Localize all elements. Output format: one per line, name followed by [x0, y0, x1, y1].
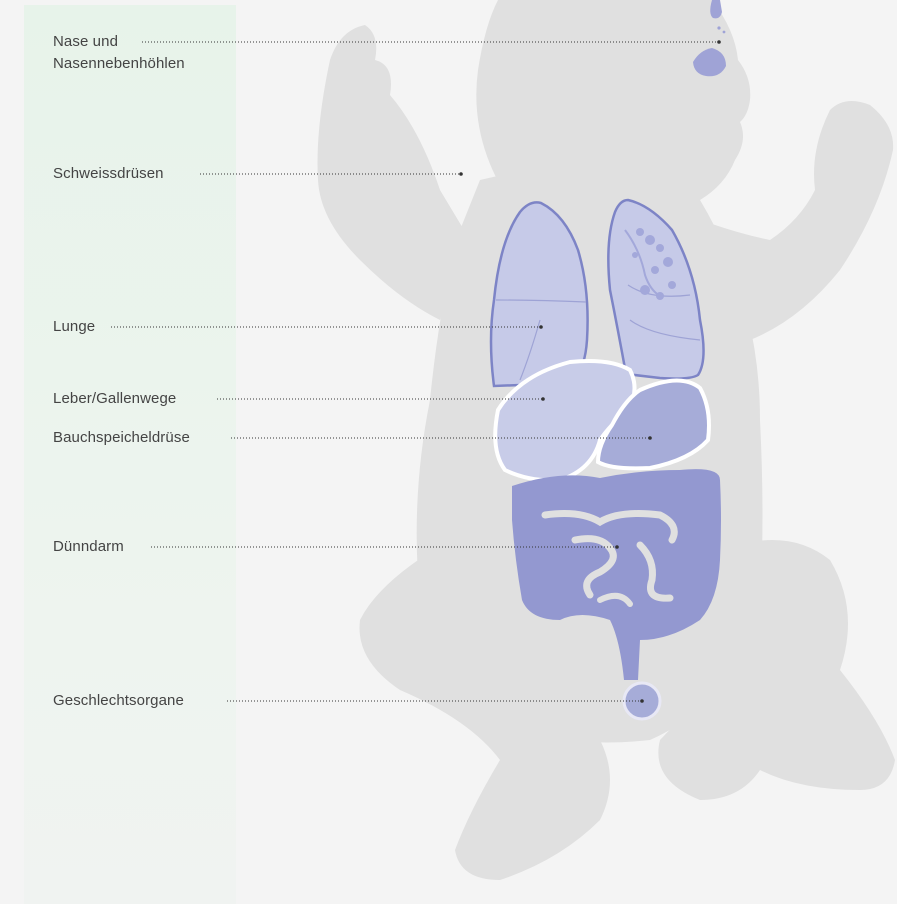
label-lung: Lunge [53, 317, 95, 337]
label-sweat-glands: Schweissdrüsen [53, 164, 164, 184]
label-pancreas: Bauchspeicheldrüse [53, 428, 190, 448]
label-nose-line2: Nasennebenhöhlen [53, 54, 185, 74]
label-nose-line1: Nase und [53, 32, 118, 52]
label-liver: Leber/Gallenwege [53, 389, 176, 409]
label-small-intestine: Dünndarm [53, 537, 124, 557]
label-genitals: Geschlechtsorgane [53, 691, 184, 711]
